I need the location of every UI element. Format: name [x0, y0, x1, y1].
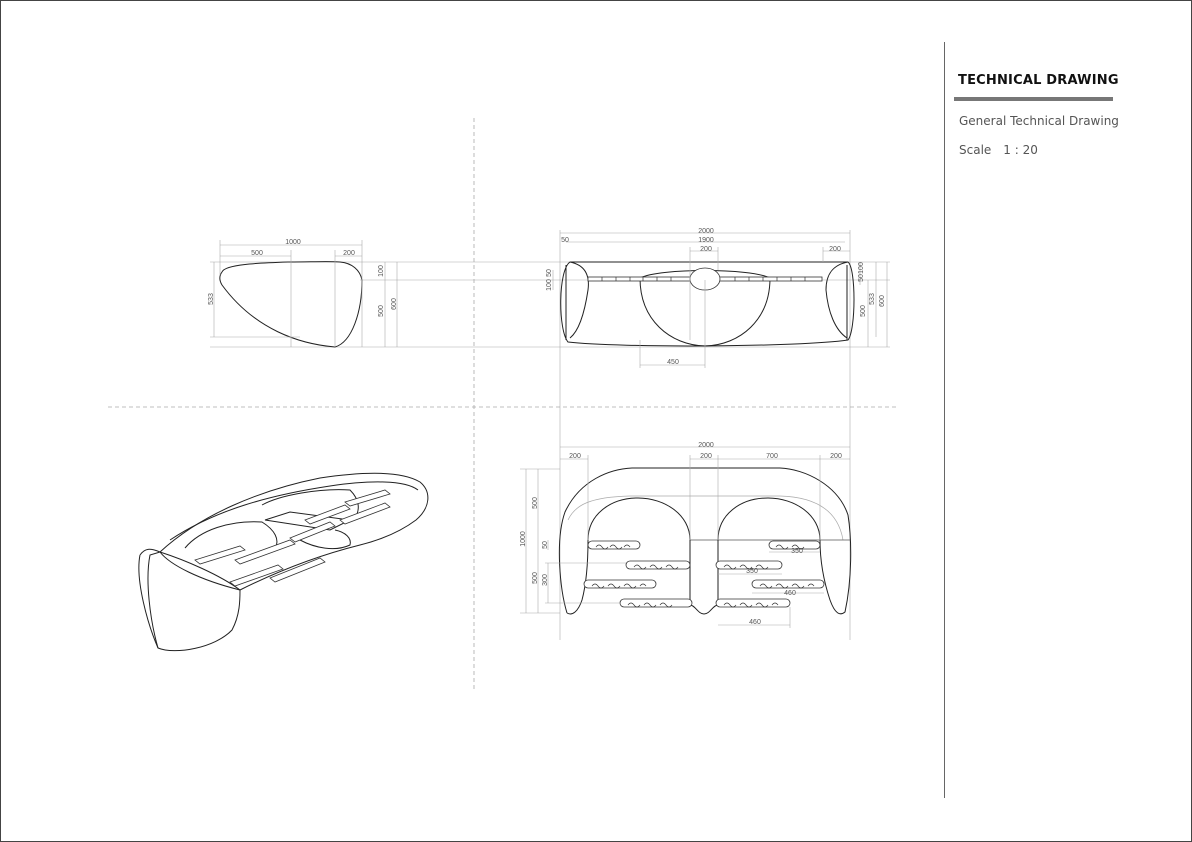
dim-label: 460	[784, 590, 796, 597]
isometric-slats	[194, 489, 391, 587]
title-underline	[954, 97, 1113, 101]
dim-label: 533	[208, 293, 215, 305]
side-view: 1000 500 200 533 100 500 600	[208, 239, 398, 348]
dim-label: 533	[869, 293, 876, 305]
dim-label: 500	[532, 497, 539, 509]
front-view: 2000 50 1900 200 200 100 50 50 100 500 5…	[546, 228, 888, 368]
plan-view: 2000 200 200 700 200 500 1000 50 500 300…	[520, 442, 852, 628]
dim-label: 500	[860, 305, 867, 317]
dim-label: 200	[569, 453, 581, 460]
dim-label: 700	[766, 453, 778, 460]
dim-label: 350	[791, 548, 803, 555]
scale-label: Scale	[959, 143, 992, 157]
dim-label: 2000	[698, 442, 714, 449]
dim-label: 500	[378, 305, 385, 317]
seat-slat-rows	[583, 540, 825, 608]
dim-label: 1900	[698, 237, 714, 244]
dim-label: 200	[830, 453, 842, 460]
dim-label: 50	[858, 274, 865, 282]
dim-label: 600	[391, 298, 398, 310]
dim-label: 50	[561, 237, 569, 244]
title-block: TECHNICAL DRAWING General Technical Draw…	[944, 42, 1185, 798]
dim-label: 2000	[698, 228, 714, 235]
dim-label: 100	[546, 279, 553, 291]
sheet-title: TECHNICAL DRAWING	[958, 73, 1119, 88]
dim-label: 600	[879, 295, 886, 307]
sheet-subtitle: General Technical Drawing	[959, 114, 1119, 128]
scale-info: Scale 1 : 20	[959, 143, 1038, 157]
dim-label: 200	[829, 246, 841, 253]
dim-label: 500	[532, 572, 539, 584]
dim-label: 1000	[520, 531, 527, 547]
scale-value: 1 : 20	[1003, 143, 1038, 157]
dim-label: 500	[251, 250, 263, 257]
dim-label: 200	[343, 250, 355, 257]
dim-label: 300	[542, 574, 549, 586]
dim-label: 460	[749, 619, 761, 626]
dim-label: 100	[378, 265, 385, 277]
dim-label: 50	[546, 269, 553, 277]
isometric-view	[138, 472, 429, 652]
dim-label: 1000	[285, 239, 301, 246]
dim-label: 50	[542, 541, 549, 549]
dim-label: 200	[700, 453, 712, 460]
dim-label: 200	[700, 246, 712, 253]
dim-label: 350	[746, 568, 758, 575]
dim-label: 450	[667, 359, 679, 366]
dim-label: 100	[858, 262, 865, 274]
